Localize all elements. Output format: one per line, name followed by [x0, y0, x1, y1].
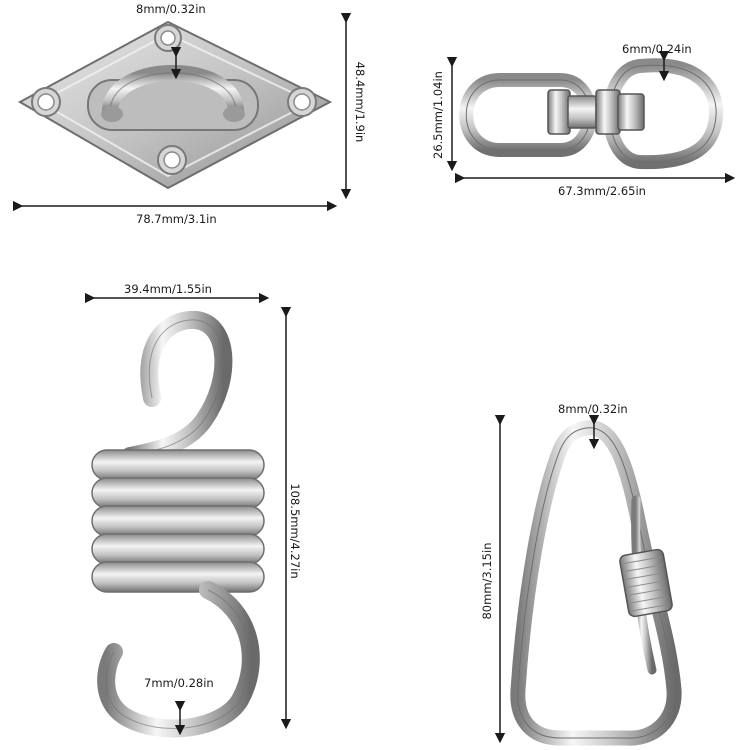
- plate-hole-bottom-icon: [157, 145, 187, 175]
- plate-hole-right-icon: [287, 87, 317, 117]
- swivel: [446, 50, 736, 184]
- carabiner: [494, 414, 682, 746]
- plate-height-label: 48.4mm/1.9in: [353, 61, 367, 143]
- plate-hole-top-icon: [154, 24, 182, 52]
- suspension-spring: [84, 292, 292, 738]
- plate-hole-left-icon: [31, 87, 61, 117]
- spring-coils: [91, 449, 265, 593]
- spring-wire-label: 7mm/0.28in: [144, 676, 214, 690]
- carabiner-height-label: 80mm/3.15in: [480, 542, 494, 620]
- swivel-ring-label: 6mm/0.24in: [622, 42, 692, 56]
- spring-height-label: 108.5mm/4.27in: [288, 483, 302, 579]
- plate-width-label: 78.7mm/3.1in: [136, 212, 217, 226]
- spring-width-label: 39.4mm/1.55in: [124, 282, 212, 296]
- plate-eye-width-label: 8mm/0.32in: [136, 2, 206, 16]
- swivel-height-label: 26.5mm/1.04in: [431, 71, 445, 159]
- screw-lock-sleeve: [619, 548, 673, 618]
- carabiner-wire-label: 8mm/0.32in: [558, 402, 628, 416]
- swivel-width-label: 67.3mm/2.65in: [558, 184, 646, 198]
- pad-eye-plate: [12, 12, 352, 212]
